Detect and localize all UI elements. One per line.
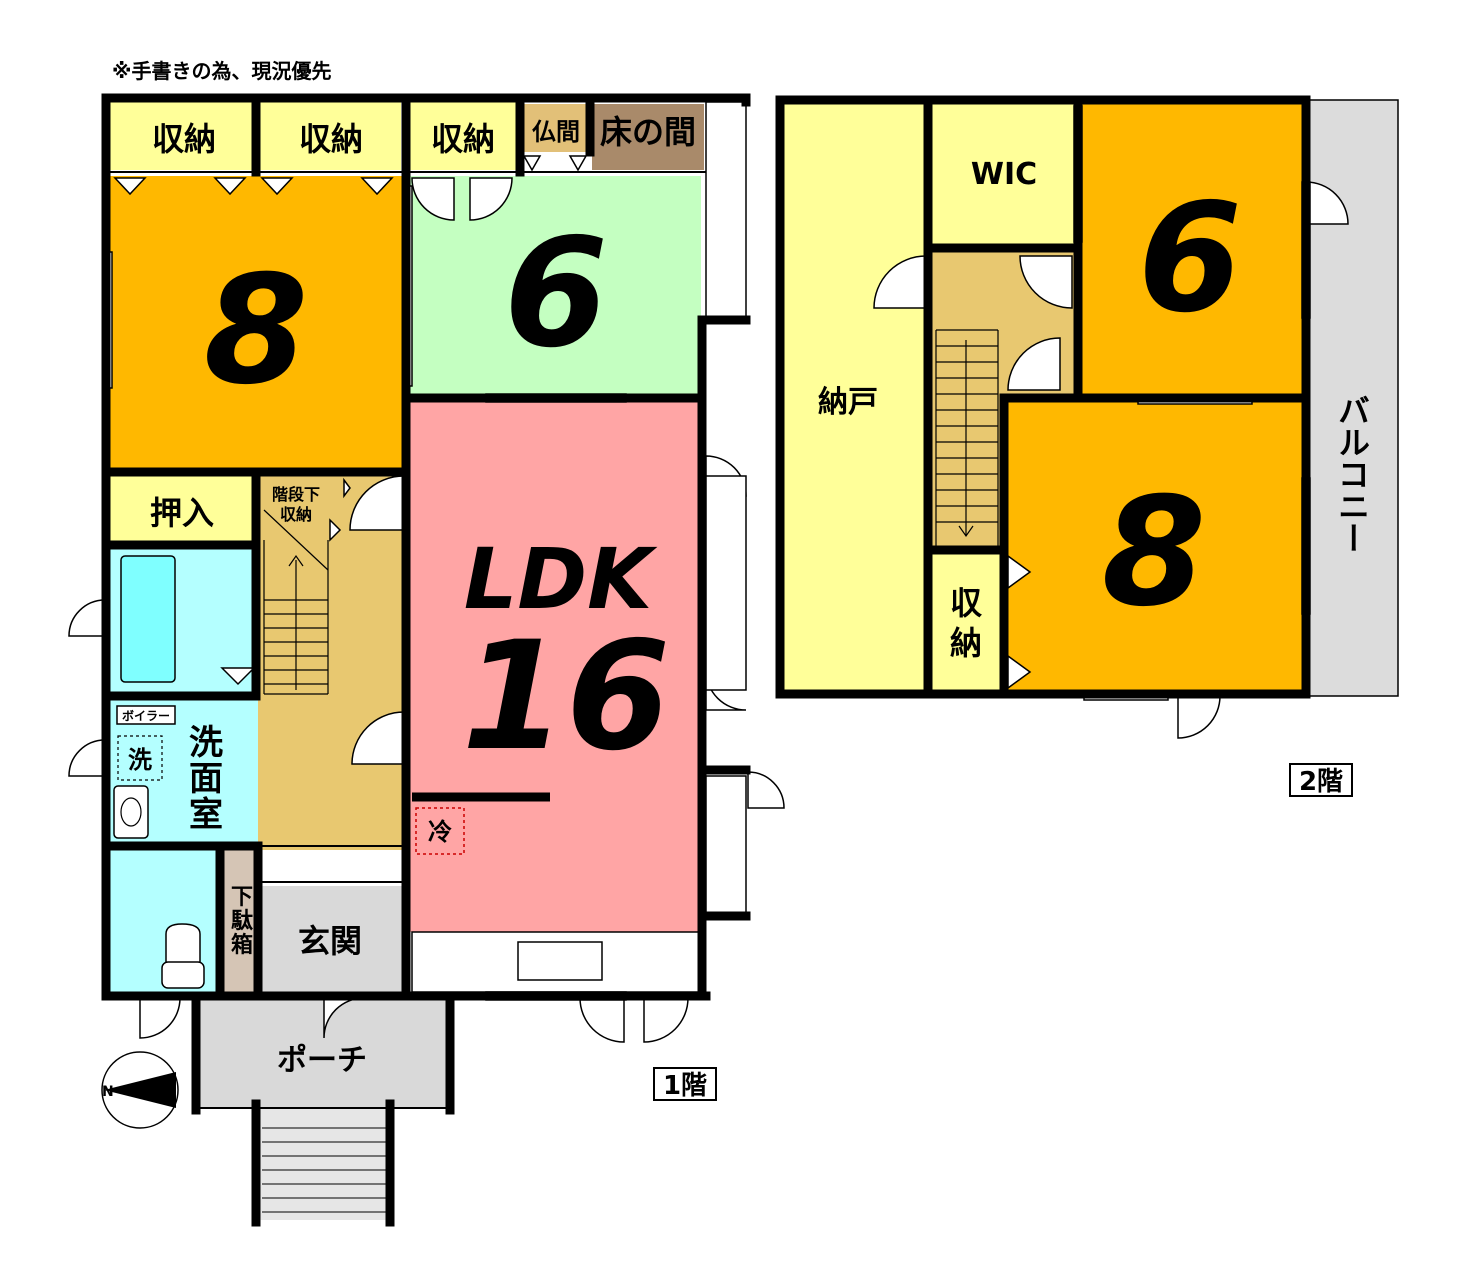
balcony-label: バルコニー bbox=[1333, 394, 1371, 554]
stair-storage-label-1: 階段下 bbox=[272, 485, 320, 504]
porch-label: ポーチ bbox=[277, 1043, 367, 1078]
stair-storage-label-2: 収納 bbox=[280, 505, 312, 524]
room-6 bbox=[408, 176, 701, 396]
toilet-bowl bbox=[161, 961, 205, 989]
room-8-2f-size: 8 bbox=[1102, 466, 1206, 640]
sink bbox=[517, 941, 603, 981]
toilet-tank bbox=[165, 923, 201, 965]
door-swings-1f bbox=[68, 155, 785, 1043]
shoe-box-label-3: 箱 bbox=[231, 932, 253, 958]
closet-c bbox=[408, 102, 518, 170]
ldk-label: LDK bbox=[464, 530, 658, 628]
closet-2f-label-2: 納 bbox=[950, 624, 982, 662]
oshiire bbox=[110, 476, 253, 542]
nando bbox=[782, 104, 926, 690]
room-8 bbox=[110, 176, 402, 468]
fridge-space bbox=[415, 807, 465, 855]
compass-icon: N bbox=[101, 1051, 179, 1129]
shoe-box-label-2: 駄 bbox=[231, 908, 253, 934]
washroom-label-1: 洗 bbox=[189, 723, 223, 763]
walls-1f bbox=[101, 93, 751, 1227]
compass-n-label: N bbox=[102, 1084, 114, 1100]
stair-treads-2f bbox=[935, 329, 999, 546]
closet-2f bbox=[932, 552, 1002, 690]
ldk-size: 16 bbox=[462, 610, 671, 784]
washbasin-bowl bbox=[120, 797, 142, 827]
closet-b bbox=[258, 102, 401, 170]
room-6-2f bbox=[1082, 104, 1302, 394]
room-6-size: 6 bbox=[504, 207, 608, 381]
wic bbox=[932, 104, 1076, 244]
stairs-2f bbox=[932, 396, 1002, 546]
floor-2: 納戸 WIC 6 8 収 納 バルコニー 2階 bbox=[775, 95, 1399, 797]
shoe-box-label-1: 下 bbox=[231, 885, 253, 910]
closet-b-label: 収納 bbox=[299, 120, 363, 158]
entry-step-treads bbox=[262, 1127, 386, 1213]
floor-1-label: 1階 bbox=[663, 1071, 707, 1101]
washroom-label-3: 室 bbox=[189, 795, 223, 835]
boiler-label: ボイラー bbox=[122, 708, 170, 723]
washbasin bbox=[113, 785, 149, 839]
nando-label: 納戸 bbox=[818, 385, 878, 420]
handwritten-note: ※手書きの為、現況優先 bbox=[112, 59, 331, 83]
oshiire-label: 押入 bbox=[150, 494, 214, 532]
room-6-2f-size: 6 bbox=[1138, 172, 1242, 346]
wic-label: WIC bbox=[971, 157, 1037, 192]
shoe-box bbox=[222, 848, 258, 992]
bathtub bbox=[120, 555, 176, 683]
floor-1-badge bbox=[653, 1067, 717, 1101]
closet-c-label: 収納 bbox=[431, 120, 495, 158]
tokonoma-label: 床の間 bbox=[600, 113, 696, 151]
porch bbox=[196, 998, 450, 1108]
room-8-size: 8 bbox=[204, 244, 308, 418]
washroom-label-2: 面 bbox=[189, 759, 223, 799]
boiler-box bbox=[116, 705, 176, 725]
closet-a-label: 収納 bbox=[152, 120, 216, 158]
floor-2-badge bbox=[1289, 763, 1353, 797]
tokonoma bbox=[592, 104, 704, 170]
entry-steps bbox=[260, 1108, 386, 1220]
floor-1: 収納 収納 収納 仏間 床の間 8 6 押入 階段下 収納 LDK 16 ボイラ… bbox=[68, 93, 785, 1227]
walls-2f bbox=[775, 95, 1311, 699]
door-swings-2f bbox=[873, 181, 1349, 739]
butsuma bbox=[522, 104, 590, 152]
genkan bbox=[262, 886, 402, 992]
butsuma-label: 仏間 bbox=[532, 118, 580, 146]
stair-treads bbox=[263, 509, 329, 695]
ldk bbox=[408, 400, 701, 932]
washer-space bbox=[117, 735, 163, 781]
floor-2-label: 2階 bbox=[1299, 767, 1343, 797]
closet-a bbox=[110, 102, 253, 170]
genkan-label: 玄関 bbox=[298, 922, 362, 960]
washer-label: 洗 bbox=[128, 746, 152, 774]
fridge-label: 冷 bbox=[428, 818, 452, 846]
room-8-2f bbox=[1008, 402, 1302, 690]
closet-2f-label-1: 収 bbox=[950, 584, 982, 622]
